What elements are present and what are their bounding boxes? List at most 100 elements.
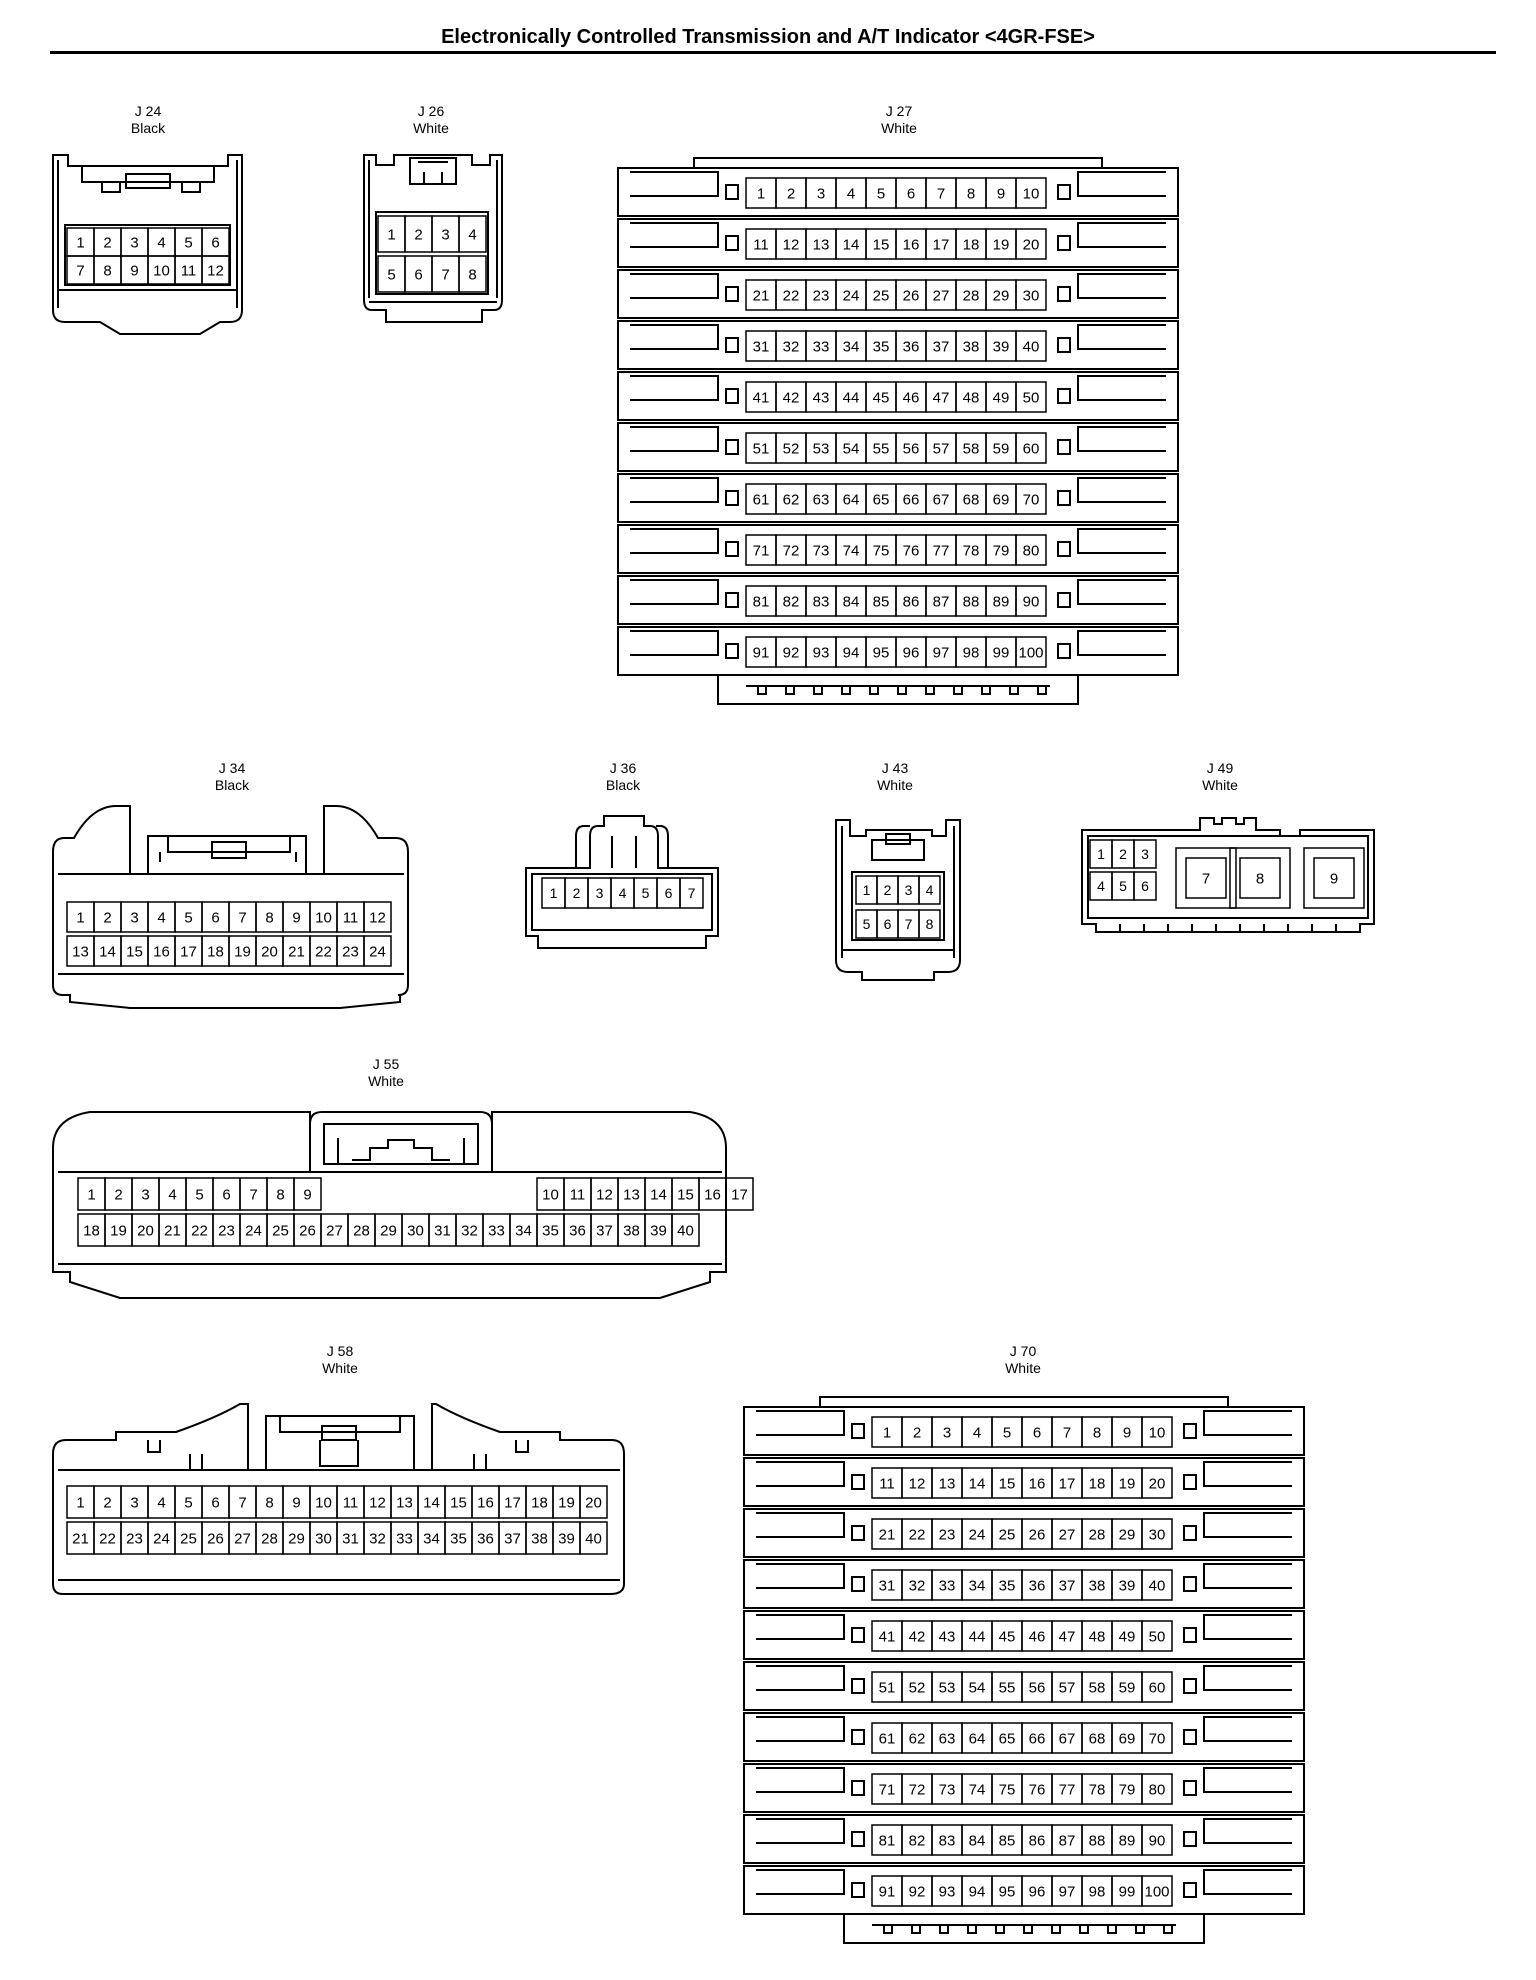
j70-tier-latch [756, 1461, 1292, 1487]
j70-pin-2: 2 [913, 1424, 921, 1441]
j27-pin-66: 66 [903, 491, 920, 508]
connector-color: White [322, 1360, 358, 1376]
j27-skirt-tooth [1037, 685, 1047, 695]
j70-pin-61: 61 [879, 1730, 896, 1747]
j34-pin-16: 16 [153, 943, 170, 960]
j27-pin-47: 47 [933, 389, 950, 406]
j27-pin-99: 99 [993, 644, 1010, 661]
j70-pin-91: 91 [879, 1883, 896, 1900]
j49-cavity [1303, 847, 1365, 909]
j70-pin-78: 78 [1089, 1781, 1106, 1798]
j27-pin-41: 41 [753, 389, 770, 406]
j27-pin-25: 25 [873, 287, 890, 304]
j70-skirt-tooth [967, 1924, 977, 1934]
j27-pin-40: 40 [1023, 338, 1040, 355]
j26-pin-3: 3 [441, 226, 449, 243]
j27-pin-67: 67 [933, 491, 950, 508]
j58-pin-30: 30 [315, 1530, 332, 1547]
j70-skirt-tooth [939, 1924, 949, 1934]
j58-pin-12: 12 [369, 1494, 386, 1511]
j55-pin-11: 11 [570, 1186, 586, 1203]
j58-pin-26: 26 [207, 1530, 224, 1547]
j70-pin-24: 24 [969, 1526, 986, 1543]
j70-tier-key [851, 1729, 865, 1745]
j70-pin-16: 16 [1029, 1475, 1046, 1492]
j70-tier-key [1183, 1423, 1197, 1439]
j70-pin-67: 67 [1059, 1730, 1076, 1747]
j70-pin-49: 49 [1119, 1628, 1136, 1645]
j27-pin-85: 85 [873, 593, 890, 610]
j34-pin-box [363, 901, 392, 933]
label-j43: J 43 White [845, 760, 945, 794]
j70-pin-30: 30 [1149, 1526, 1166, 1543]
j70-pin-12: 12 [909, 1475, 926, 1492]
j70-tier [743, 1406, 1305, 1456]
j27-pin-35: 35 [873, 338, 890, 355]
j27-pin-42: 42 [783, 389, 800, 406]
j70-pin-64: 64 [969, 1730, 986, 1747]
j24-pin-1: 1 [76, 234, 84, 251]
j27-pin-74: 74 [843, 542, 860, 559]
j70-tier-key [1183, 1627, 1197, 1643]
j27-pin-box [1015, 279, 1047, 311]
j58-pin-2: 2 [103, 1494, 111, 1511]
j49-pin-box [1313, 857, 1355, 899]
connector-j43-body [835, 819, 961, 981]
j27-tier [617, 524, 1179, 574]
j55-pin-box [725, 1177, 754, 1211]
label-j27: J 27 White [849, 103, 949, 137]
j27-pin-19: 19 [993, 236, 1010, 253]
j34-pin-8: 8 [265, 909, 273, 926]
j58-pin-5: 5 [184, 1494, 192, 1511]
j70-pin-60: 60 [1149, 1679, 1166, 1696]
j27-pin-box [1015, 177, 1047, 209]
j27-pin-72: 72 [783, 542, 800, 559]
j43-pin-1: 1 [863, 882, 871, 898]
j49-cavity [1175, 847, 1237, 909]
j58-pin-13: 13 [396, 1494, 413, 1511]
j70-pin-90: 90 [1149, 1832, 1166, 1849]
j27-pin-15: 15 [873, 236, 890, 253]
j70-tier-key [1183, 1576, 1197, 1592]
j26-pin-1: 1 [387, 226, 395, 243]
j70-tier-latch [756, 1818, 1292, 1844]
j27-pin-22: 22 [783, 287, 800, 304]
j70-pin-1: 1 [883, 1424, 891, 1441]
j49-pin-box [1185, 857, 1227, 899]
connector-j49-body [1081, 817, 1375, 933]
j70-pin-29: 29 [1119, 1526, 1136, 1543]
j27-pin-83: 83 [813, 593, 830, 610]
j70-tier-key [851, 1678, 865, 1694]
j27-pin-box [1015, 585, 1047, 617]
j58-pin-31: 31 [342, 1530, 359, 1547]
j55-pin-32: 32 [461, 1222, 478, 1239]
j70-pin-box [1141, 1416, 1173, 1448]
j27-pin-60: 60 [1023, 440, 1040, 457]
j70-skirt-tooth [883, 1924, 893, 1934]
j55-pin-21: 21 [164, 1222, 181, 1239]
j34-pin-11: 11 [343, 909, 359, 926]
j26-pin-box [458, 255, 487, 293]
j27-pin-64: 64 [843, 491, 860, 508]
j55-pin-16: 16 [704, 1186, 721, 1203]
j70-pin-92: 92 [909, 1883, 926, 1900]
j34-pin-7: 7 [238, 909, 246, 926]
j34-pin-20: 20 [261, 943, 278, 960]
j27-pin-5: 5 [877, 185, 885, 202]
j58-pin-14: 14 [423, 1494, 440, 1511]
j70-pin-84: 84 [969, 1832, 986, 1849]
j70-tier-key [1183, 1474, 1197, 1490]
j55-pin-37: 37 [596, 1222, 613, 1239]
j49-pin-3: 3 [1141, 846, 1149, 862]
j70-tier [743, 1865, 1305, 1915]
j24-pin-9: 9 [130, 262, 138, 279]
j70-pin-7: 7 [1063, 1424, 1071, 1441]
j70-skirt-tooth [1023, 1924, 1033, 1934]
j58-pin-21: 21 [72, 1530, 89, 1547]
j27-tier-key [725, 184, 739, 200]
j27-tier [617, 422, 1179, 472]
j27-pin-65: 65 [873, 491, 890, 508]
connector-color: Black [605, 777, 641, 793]
j34-pin-1: 1 [76, 909, 84, 926]
